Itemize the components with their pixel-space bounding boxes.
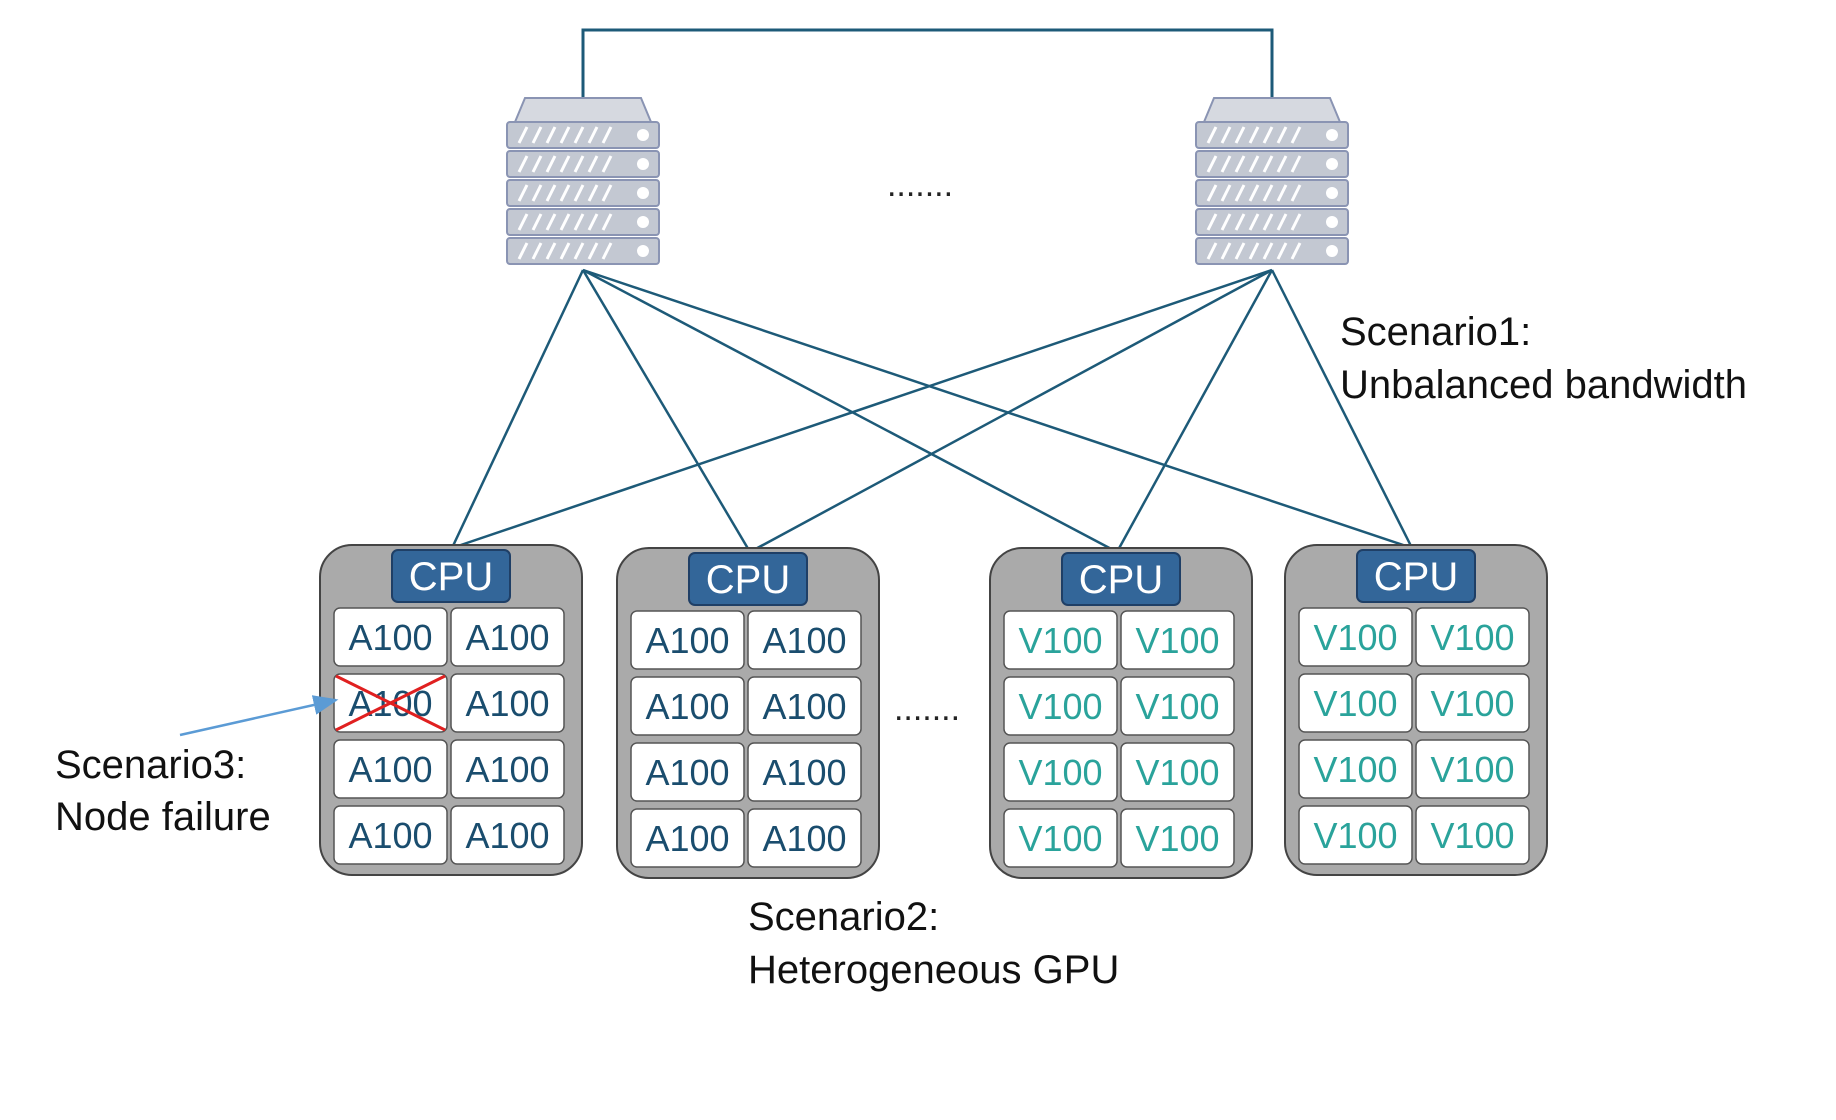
gpu-label: V100 xyxy=(1135,686,1219,727)
gpu-cell xyxy=(1120,610,1235,670)
gpu-cell xyxy=(450,805,565,865)
gpu-label: A100 xyxy=(465,683,549,724)
gpu-cell xyxy=(1003,676,1118,736)
gpu-cell xyxy=(747,808,862,868)
switches-ellipsis: ....... xyxy=(887,166,953,204)
cpu-badge xyxy=(1061,552,1181,606)
network-links xyxy=(450,268,1414,554)
gpu-cell xyxy=(1298,607,1413,667)
network-link-s2-n2 xyxy=(749,268,1273,554)
gpu-label: A100 xyxy=(465,749,549,790)
gpu-cell xyxy=(1120,808,1235,868)
cpu-badge xyxy=(688,552,808,606)
gpu-label: A100 xyxy=(348,815,432,856)
scenario2-title: Scenario2: xyxy=(748,895,939,939)
cpu-badge xyxy=(391,549,511,603)
network-link-s1-n4 xyxy=(582,268,1413,550)
gpu-cell xyxy=(450,607,565,667)
gpu-cell xyxy=(333,805,448,865)
gpu-label: A100 xyxy=(645,620,729,661)
gpu-cell xyxy=(1415,805,1530,865)
gpu-cell xyxy=(630,610,745,670)
gpu-label: V100 xyxy=(1135,818,1219,859)
gpu-label: A100 xyxy=(465,815,549,856)
gpu-cell xyxy=(1298,805,1413,865)
cpu-label: CPU xyxy=(706,558,790,602)
gpu-label: V100 xyxy=(1430,815,1514,856)
gpu-label: V100 xyxy=(1430,683,1514,724)
gpu-cell xyxy=(1415,607,1530,667)
network-link-s2-n1 xyxy=(451,268,1273,550)
gpu-label: A100 xyxy=(762,686,846,727)
gpu-cell xyxy=(450,673,565,733)
gpu-cell xyxy=(630,742,745,802)
gpu-label: A100 xyxy=(762,818,846,859)
gpu-label: A100 xyxy=(348,749,432,790)
gpu-label: V100 xyxy=(1313,683,1397,724)
gpu-cell xyxy=(1120,742,1235,802)
rack-switch-icon xyxy=(1195,97,1349,265)
network-link-s1-n3 xyxy=(582,268,1118,554)
nodes-ellipsis: ....... xyxy=(894,690,960,728)
gpu-cell xyxy=(747,742,862,802)
gpu-label: A100 xyxy=(762,620,846,661)
scenario1-description: Unbalanced bandwidth xyxy=(1340,363,1747,407)
gpu-cell xyxy=(1415,739,1530,799)
network-link-s2-n4 xyxy=(1270,269,1414,549)
scenario3-title: Scenario3: xyxy=(55,743,246,787)
nodes-group: CPUA100A100A100A100A100A100A100A100CPUA1… xyxy=(319,544,1548,879)
rack-switch-icon xyxy=(506,97,660,265)
gpu-label: A100 xyxy=(348,617,432,658)
gpu-cell xyxy=(1120,676,1235,736)
scenario1-title: Scenario1: xyxy=(1340,310,1531,354)
gpu-cell xyxy=(1003,742,1118,802)
gpu-cell xyxy=(630,676,745,736)
cross-icon xyxy=(335,674,446,732)
gpu-cell xyxy=(630,808,745,868)
scenario2-description: Heterogeneous GPU xyxy=(748,948,1119,992)
gpu-cell xyxy=(1298,673,1413,733)
gpu-label: V100 xyxy=(1018,752,1102,793)
gpu-label: A100 xyxy=(645,818,729,859)
gpu-label: V100 xyxy=(1135,620,1219,661)
gpu-label: V100 xyxy=(1430,749,1514,790)
network-link-s1-n2 xyxy=(581,269,752,553)
network-link-s2-n3 xyxy=(1115,269,1274,553)
gpu-label: A100 xyxy=(465,617,549,658)
gpu-label: V100 xyxy=(1018,620,1102,661)
cpu-badge xyxy=(1356,549,1476,603)
switches-group xyxy=(506,97,1349,265)
scenario3-description: Node failure xyxy=(55,795,271,839)
failure-annotation-arrow xyxy=(179,695,339,737)
gpu-cell xyxy=(333,739,448,799)
network-link-s1-n1 xyxy=(450,269,585,549)
gpu-label: A100 xyxy=(762,752,846,793)
gpu-label: V100 xyxy=(1430,617,1514,658)
gpu-label: V100 xyxy=(1313,749,1397,790)
gpu-cell xyxy=(1415,673,1530,733)
gpu-cell xyxy=(450,739,565,799)
gpu-label: V100 xyxy=(1313,815,1397,856)
gpu-cell xyxy=(747,610,862,670)
gpu-cell xyxy=(1003,610,1118,670)
gpu-label: V100 xyxy=(1135,752,1219,793)
gpu-label: V100 xyxy=(1018,686,1102,727)
cpu-label: CPU xyxy=(1079,558,1163,602)
gpu-label: A100 xyxy=(645,686,729,727)
gpu-cell xyxy=(1298,739,1413,799)
gpu-cell xyxy=(333,607,448,667)
gpu-cell xyxy=(747,676,862,736)
gpu-cell xyxy=(1003,808,1118,868)
gpu-label: A100 xyxy=(645,752,729,793)
switch-interconnect-link xyxy=(581,28,1274,98)
gpu-label: V100 xyxy=(1018,818,1102,859)
gpu-label: V100 xyxy=(1313,617,1397,658)
cpu-label: CPU xyxy=(1374,555,1458,599)
cpu-label: CPU xyxy=(409,555,493,599)
